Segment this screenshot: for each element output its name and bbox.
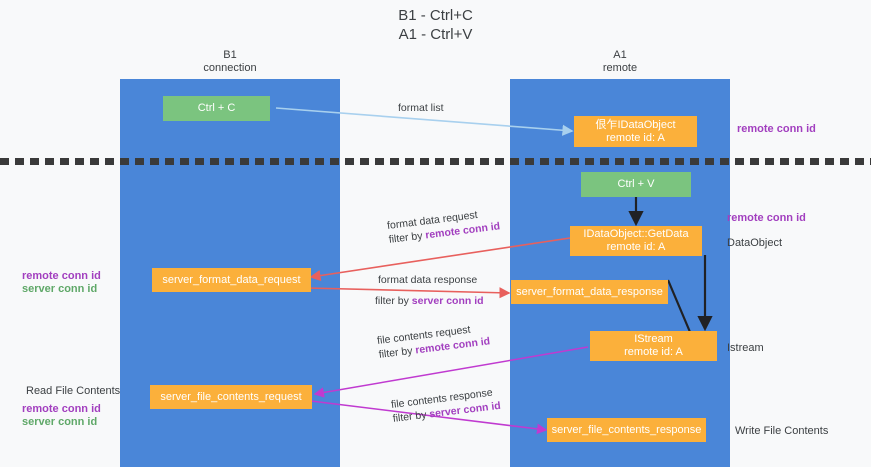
node-server-file-contents-request-label: server_file_contents_request [160, 390, 302, 403]
filter-key: server conn id [411, 295, 484, 307]
node-idataobject[interactable]: 佷乍IDataObject remote id: A [574, 116, 697, 147]
edge-label-format-data-response: format data response filter by server co… [375, 273, 484, 308]
lane-header-b1-subtitle: connection [203, 62, 257, 74]
node-getdata-line1: IDataObject::GetData [583, 228, 689, 240]
edge-label-format-data-response-line1: format data response [378, 274, 478, 286]
node-getdata-line2: remote id: A [606, 241, 666, 253]
annotation-right-remote-conn-id-mid: remote conn id [727, 212, 806, 224]
node-istream[interactable]: IStream remote id: A [590, 331, 717, 361]
edge-label-format-data-request: format data request filter by remote con… [386, 205, 501, 246]
node-server-file-contents-request[interactable]: server_file_contents_request [150, 385, 312, 409]
filter-prefix: filter by [392, 408, 431, 425]
page-title: B1 - Ctrl+C A1 - Ctrl+V [0, 6, 871, 44]
annotation-right-dataobject: DataObject [727, 237, 783, 249]
title-line-1: B1 - Ctrl+C [398, 7, 473, 24]
annotation-right-remote-conn-id-top: remote conn id [737, 123, 816, 135]
edge-label-file-contents-response: file contents response filter by server … [390, 385, 501, 426]
edge-label-format-data-response-filter: filter by server conn id [375, 294, 484, 308]
node-server-file-contents-response[interactable]: server_file_contents_response [547, 418, 706, 442]
node-ctrl-c-label: Ctrl + C [197, 102, 236, 114]
annotation-left-server-conn-id: server conn id [22, 283, 98, 295]
annotation-left-server-conn-id-2: server conn id [22, 416, 98, 428]
node-istream-line2: remote id: A [624, 346, 683, 358]
filter-prefix: filter by [378, 344, 417, 361]
edge-label-format-list: format list [398, 102, 444, 114]
lane-header-a1-subtitle: remote [602, 62, 638, 74]
node-ctrl-c[interactable]: Ctrl + C [163, 96, 270, 121]
annotation-right-istream: Istream [727, 342, 764, 354]
annotation-right-write-file-contents: Write File Contents [735, 425, 829, 437]
lane-header-a1: A1 remote [510, 49, 730, 75]
node-ctrl-v[interactable]: Ctrl + V [581, 172, 691, 197]
filter-prefix: filter by [375, 295, 412, 307]
lane-header-b1-title: B1 [223, 49, 237, 61]
filter-prefix: filter by [388, 229, 427, 246]
node-ctrl-v-label: Ctrl + V [617, 178, 655, 190]
node-idataobject-line2: remote id: A [606, 131, 665, 144]
node-idataobject-line1: 佷乍IDataObject [595, 118, 676, 131]
edge-label-file-contents-request: file contents request filter by remote c… [376, 320, 491, 361]
annotation-left-read-file-contents: Read File Contents [26, 385, 121, 397]
node-server-format-data-request-label: server_format_data_request [162, 273, 301, 286]
node-istream-line1: IStream [634, 333, 673, 345]
node-server-format-data-request[interactable]: server_format_data_request [152, 268, 311, 292]
title-line-2: A1 - Ctrl+V [398, 26, 473, 43]
lane-header-b1: B1 connection [120, 49, 340, 75]
annotation-left-remote-conn-id-2: remote conn id [22, 403, 101, 415]
node-server-format-data-response[interactable]: server_format_data_response [511, 280, 668, 304]
node-server-format-data-response-label: server_format_data_response [516, 285, 663, 298]
node-idataobject-getdata[interactable]: IDataObject::GetData remote id: A [570, 226, 702, 256]
phase-divider [0, 158, 871, 165]
lane-header-a1-title: A1 [613, 49, 627, 61]
node-server-file-contents-response-label: server_file_contents_response [551, 423, 702, 436]
annotation-left-remote-conn-id: remote conn id [22, 270, 101, 282]
